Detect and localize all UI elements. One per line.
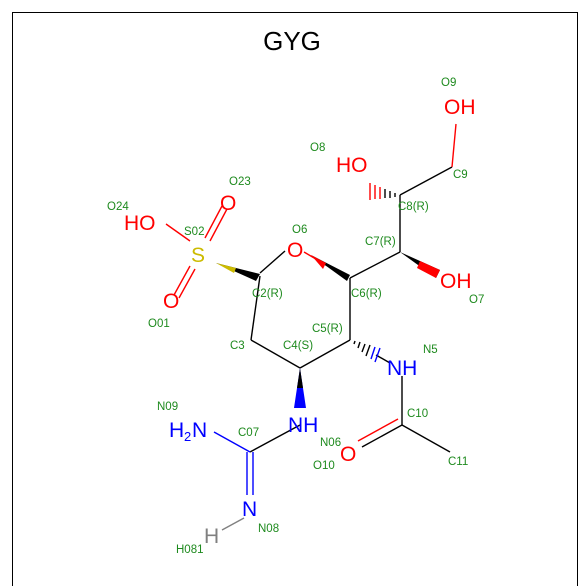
label-H081: H081: [176, 544, 204, 556]
atom-oh-c7: OH: [440, 270, 472, 293]
bond-c2-c3: [250, 275, 261, 341]
atom-nh-n5: NH: [387, 357, 417, 380]
bond-n08-h: [221, 517, 245, 531]
label-C3: C3: [230, 340, 245, 352]
atom-symbols: OH HO HO O S O O OH NH NH H 2 N N H O: [124, 96, 476, 548]
wedge-c2-s-yellow: [216, 263, 236, 273]
atom-h2n-h: H: [169, 419, 184, 442]
bond-o6-c2: [259, 250, 286, 274]
bond-ho-s: [165, 223, 191, 242]
label-O10: O10: [313, 460, 335, 472]
label-C8: C8(R): [398, 201, 429, 213]
bond-c3-c4: [250, 339, 301, 369]
bond-c10-o-b: [357, 418, 399, 442]
stereo-wedges: [216, 252, 440, 408]
bond-s-o23-b: [209, 208, 228, 242]
label-C4: C4(S): [283, 340, 313, 352]
bond-c10-c11: [401, 424, 451, 453]
label-O01: O01: [148, 318, 170, 330]
atom-ho-s: HO: [124, 212, 156, 235]
bond-c5-n5: [375, 354, 391, 364]
label-C07: C07: [238, 427, 259, 439]
label-C9: C9: [453, 169, 468, 181]
bonds: [165, 123, 457, 531]
atom-sulfur: S: [191, 244, 205, 267]
label-S02: S02: [184, 226, 204, 238]
atom-h-imine: H: [204, 525, 219, 548]
atom-oh-top: OH: [444, 96, 476, 119]
bond-c9-o9: [451, 123, 457, 168]
label-O7: O7: [469, 294, 484, 306]
atom-ho-mid: HO: [336, 154, 368, 177]
bond-s-o01-b: [178, 268, 196, 299]
diagram-frame: [12, 12, 578, 586]
label-C10: C10: [407, 408, 428, 420]
atom-n-imine: N: [242, 498, 257, 521]
atom-h2n-sub: 2: [184, 429, 191, 444]
bond-n4-c07: [249, 424, 301, 453]
wedge-c4-n-black: [297, 368, 303, 388]
label-N06: N06: [320, 437, 341, 449]
label-O8: O8: [310, 142, 325, 154]
atom-labels: O9 O8 C9 C8(R) O23 O24 S02 O6 C7(R) O7 C…: [107, 77, 484, 556]
bond-s-o23-a: [204, 205, 223, 239]
label-N5: N5: [423, 344, 438, 356]
diagram-title: GYG: [263, 26, 321, 56]
bond-c6-c7: [349, 251, 401, 279]
label-C5: C5(R): [312, 323, 343, 335]
label-C2: C2(R): [252, 288, 283, 300]
label-C11: C11: [448, 456, 468, 468]
hashed-wedges: [353, 183, 396, 363]
wedge-c6-o6-red: [311, 255, 326, 269]
atom-nh-c4: NH: [288, 414, 318, 437]
bond-c07-n09: [213, 431, 251, 453]
bond-c8-c9: [399, 166, 453, 196]
atom-h2n-n: N: [192, 419, 207, 442]
atom-o-s-top: O: [220, 192, 236, 215]
wedge-c7-o7-red: [417, 261, 440, 278]
atom-o-s-bot: O: [163, 290, 179, 313]
bond-c4-c5: [299, 339, 351, 369]
atom-o-amide: O: [340, 443, 356, 466]
label-N09: N09: [157, 401, 178, 413]
label-O6: O6: [292, 224, 307, 236]
label-O9: O9: [441, 77, 456, 89]
bond-c10-o-a: [361, 424, 403, 448]
bond-s-o01-a: [173, 265, 191, 296]
label-O24: O24: [107, 201, 129, 213]
atom-o-ring: O: [287, 239, 303, 262]
label-O23: O23: [229, 176, 251, 188]
label-C6: C6(R): [351, 288, 382, 300]
label-N08: N08: [258, 523, 279, 535]
label-C7: C7(R): [365, 236, 396, 248]
